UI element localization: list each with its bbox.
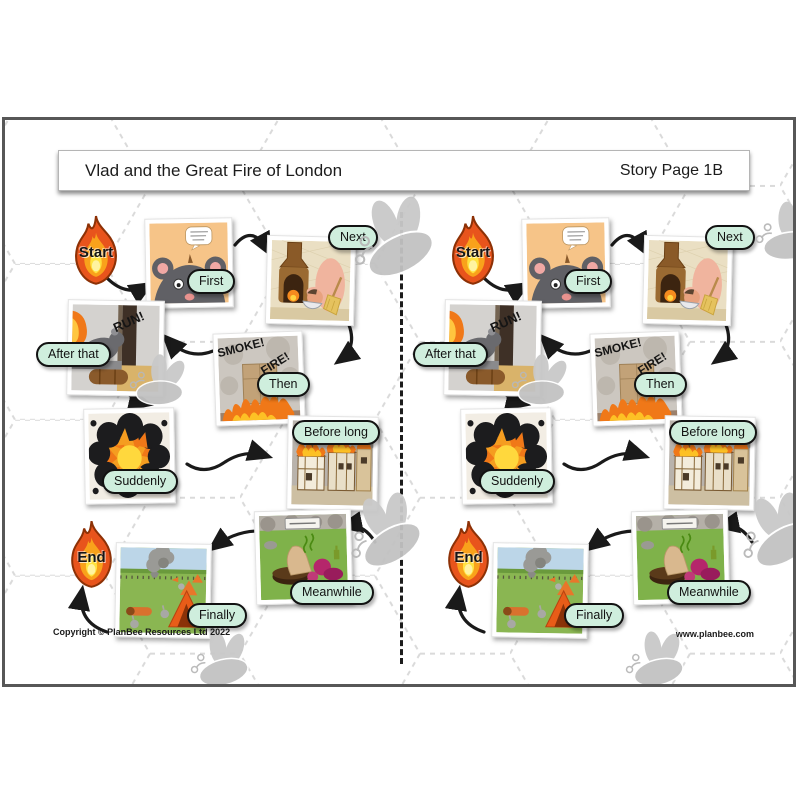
bee-watermark-icon bbox=[341, 491, 436, 577]
tag-suddenly: Suddenly bbox=[479, 469, 556, 494]
page-label: Story Page 1B bbox=[619, 161, 723, 179]
copyright-text: Copyright © PlanBee Resources Ltd 2022 bbox=[53, 627, 231, 637]
photo-step2-bakery bbox=[264, 234, 357, 327]
start-flame-icon: Start bbox=[438, 214, 508, 290]
tag-meanwhile: Meanwhile bbox=[667, 580, 751, 605]
story-half: Start bbox=[36, 198, 403, 676]
photo-step4-run: RUN! bbox=[443, 299, 542, 397]
arrow-then-to-afterthat bbox=[161, 333, 215, 360]
photo-step8-tents bbox=[114, 542, 212, 639]
bee-watermark-icon bbox=[186, 629, 261, 687]
arrow-then-to-afterthat bbox=[538, 333, 592, 360]
end-flame-icon: End bbox=[58, 518, 125, 594]
worksheet-title: Vlad and the Great Fire of London bbox=[85, 160, 343, 180]
tag-finally: Finally bbox=[564, 603, 625, 628]
tag-before-long: Before long bbox=[292, 420, 380, 445]
tag-next: Next bbox=[705, 225, 755, 250]
tag-after-that: After that bbox=[413, 342, 488, 367]
arrow-finally-to-end bbox=[444, 584, 486, 634]
bee-watermark-icon bbox=[508, 353, 578, 416]
end-label: End bbox=[77, 549, 106, 566]
tag-meanwhile: Meanwhile bbox=[290, 580, 374, 605]
photo-step8-tents bbox=[491, 542, 589, 639]
title-bar: Vlad and the Great Fire of London Story … bbox=[58, 150, 750, 191]
tag-after-that: After that bbox=[36, 342, 111, 367]
arrow-first-to-next bbox=[233, 229, 273, 258]
start-label: Start bbox=[78, 244, 114, 261]
end-flame-icon: End bbox=[435, 518, 502, 594]
bee-watermark-icon bbox=[345, 194, 450, 289]
arrow-finally-to-end bbox=[67, 584, 109, 634]
photo-step7-field-camp bbox=[253, 508, 354, 606]
tag-then: Then bbox=[257, 372, 310, 397]
arrow-meanwhile-to-finally bbox=[206, 527, 258, 552]
start-label: Start bbox=[455, 244, 491, 261]
arrow-suddenly-to-beforelong bbox=[562, 439, 651, 472]
arrow-suddenly-to-beforelong bbox=[185, 439, 274, 472]
photo-step1-rat bbox=[144, 217, 234, 309]
story-half-2: Start bbox=[413, 198, 780, 676]
start-flame-icon: Start bbox=[61, 214, 131, 290]
arrow-meanwhile-to-finally bbox=[583, 527, 635, 552]
tag-suddenly: Suddenly bbox=[102, 469, 179, 494]
tag-finally: Finally bbox=[187, 603, 248, 628]
tag-then: Then bbox=[634, 372, 687, 397]
cut-line bbox=[400, 212, 403, 664]
photo-step7-field-camp bbox=[630, 508, 731, 606]
photo-step2-bakery bbox=[641, 234, 734, 327]
bee-watermark-icon bbox=[751, 200, 796, 272]
tag-first: First bbox=[564, 269, 613, 294]
bee-watermark-icon bbox=[733, 491, 796, 577]
tag-first: First bbox=[187, 269, 236, 294]
end-label: End bbox=[454, 549, 483, 566]
photo-step1-rat bbox=[521, 217, 611, 309]
page-sheet: Vlad and the Great Fire of London Story … bbox=[2, 117, 796, 687]
bee-watermark-icon bbox=[126, 353, 196, 416]
website-text: www.planbee.com bbox=[675, 629, 754, 639]
arrow-first-to-next bbox=[610, 229, 650, 258]
tag-next: Next bbox=[328, 225, 378, 250]
tag-before-long: Before long bbox=[669, 420, 757, 445]
